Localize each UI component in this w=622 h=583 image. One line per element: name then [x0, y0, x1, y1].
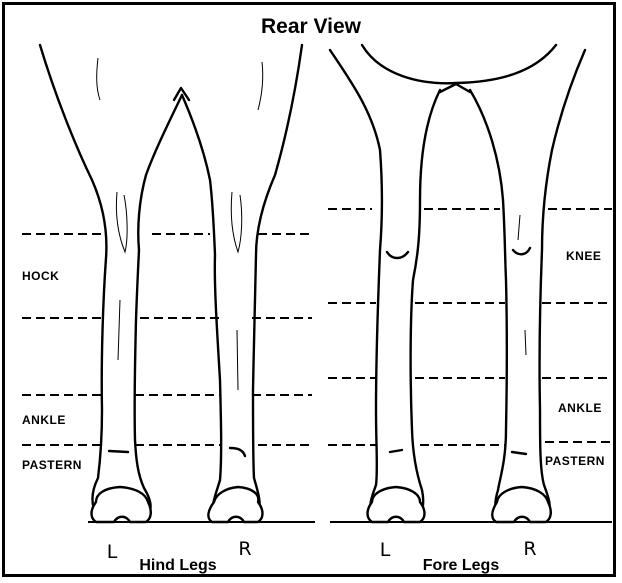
hind-right-leg-outline [253, 45, 302, 514]
hind-left-hoof [92, 487, 151, 522]
hind-pastern-label: PASTERN [22, 458, 82, 472]
fore-left-marker: L [380, 539, 391, 561]
hind-right-hock-mark [231, 192, 241, 252]
fore-pastern-label: PASTERN [545, 454, 605, 468]
fore-chest-center [440, 84, 470, 92]
fore-left-pastern-mark [390, 450, 402, 452]
fore-legs-group: KNEE ANKLE PASTERN L R Fore Legs [328, 45, 612, 574]
hind-legs-group: HOCK ANKLE PASTERN L R Hind Legs [22, 45, 315, 574]
hind-right-muscle-mark [258, 62, 263, 110]
fore-legs-caption: Fore Legs [423, 557, 500, 574]
hind-right-leg-inner-outline [182, 95, 221, 514]
fore-right-tendon-mark [518, 215, 520, 240]
hind-right-cannon-mark [237, 330, 238, 390]
hind-left-pastern-mark [109, 451, 128, 452]
hind-left-muscle-mark [97, 58, 100, 100]
fore-right-pastern-mark [512, 452, 526, 454]
hind-left-leg-inner-outline [135, 95, 182, 514]
hind-legs-caption: Hind Legs [139, 557, 216, 574]
hind-right-marker: R [238, 538, 251, 560]
fore-right-knee-mark [513, 248, 530, 254]
fore-left-knee-mark [387, 252, 408, 258]
fore-right-hoof [492, 487, 550, 522]
diagram-title: Rear View [261, 15, 362, 38]
fore-right-marker: R [523, 538, 536, 560]
hock-label: HOCK [22, 269, 59, 283]
fore-left-hoof [368, 487, 425, 522]
hind-right-pastern-mark [230, 448, 245, 456]
fore-right-cannon-mark [525, 330, 526, 355]
fore-ankle-label: ANKLE [558, 401, 602, 415]
fore-right-leg-outline [540, 50, 585, 514]
hind-left-hock-mark [116, 192, 127, 252]
fore-chest-outline [362, 45, 556, 83]
hind-left-cannon-mark [118, 300, 120, 360]
knee-label: KNEE [566, 249, 601, 263]
hind-ankle-label: ANKLE [22, 413, 66, 427]
hind-left-marker: L [107, 541, 118, 563]
